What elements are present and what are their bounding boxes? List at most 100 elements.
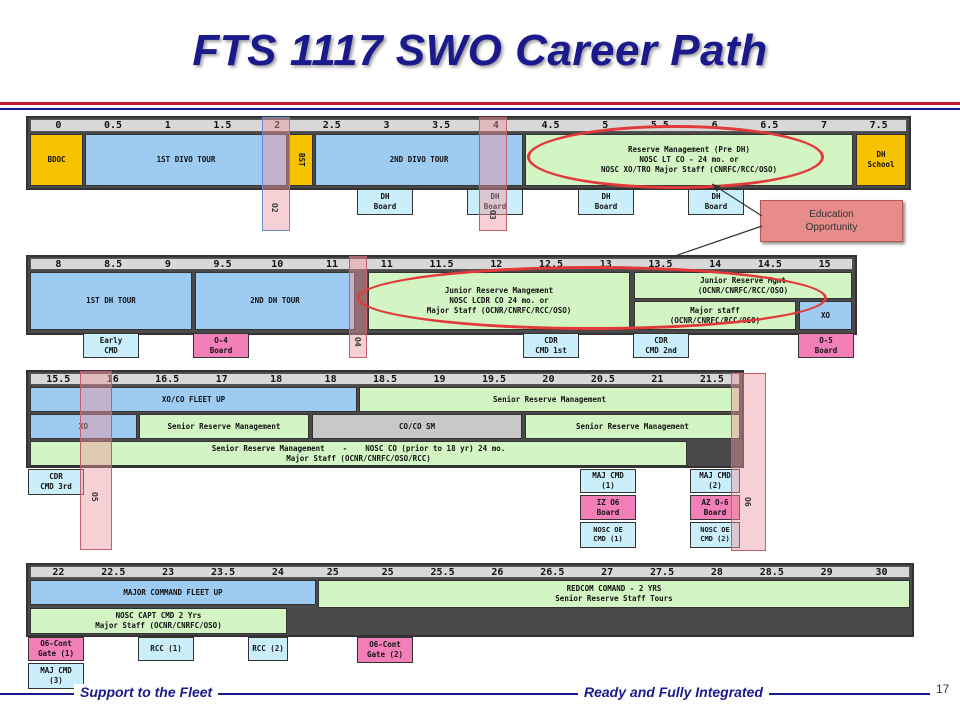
year-tick: 9 bbox=[164, 258, 171, 270]
senior-reserve-management-block[interactable]: Senior Reserve Management bbox=[359, 387, 740, 412]
callout-arrowhead bbox=[712, 184, 721, 192]
year-tick: 11 bbox=[326, 258, 339, 270]
row3-year-ruler: 15.5 16 16.5 17 18 18 18.5 19 19.5 20 20… bbox=[30, 373, 740, 385]
year-tick: 26 bbox=[491, 566, 504, 578]
year-tick: 5 bbox=[602, 120, 609, 131]
major-command-fleet-up-block[interactable]: MAJOR COMMAND FLEET UP bbox=[30, 580, 316, 605]
year-tick: 18 bbox=[270, 373, 283, 385]
first-dh-tour-block[interactable]: 1ST DH TOUR bbox=[30, 272, 192, 330]
senior-reserve-management-block[interactable]: Senior Reserve Management bbox=[139, 414, 309, 439]
year-tick: 22.5 bbox=[101, 566, 126, 578]
year-tick: 24 bbox=[271, 566, 284, 578]
o6-promotion-band bbox=[731, 373, 766, 551]
bdoc-block[interactable]: BDOC bbox=[30, 134, 83, 186]
year-tick: 13 bbox=[599, 258, 612, 270]
year-tick: 9.5 bbox=[213, 258, 232, 270]
rcc-1-box[interactable]: RCC (1) bbox=[138, 637, 194, 661]
year-tick: 28 bbox=[710, 566, 723, 578]
year-tick: 7.5 bbox=[869, 120, 888, 131]
dh-school-block[interactable]: DH School bbox=[856, 134, 906, 186]
footer-right-text: Ready and Fully Integrated bbox=[578, 684, 769, 700]
year-tick: 8.5 bbox=[104, 258, 123, 270]
page-number: 17 bbox=[936, 682, 950, 696]
row4-year-ruler: 22 22.5 23 23.5 24 25 25 25.5 26 26.5 27… bbox=[30, 566, 910, 578]
year-tick: 7 bbox=[820, 120, 827, 131]
year-tick: 3 bbox=[383, 120, 390, 131]
year-tick: 20.5 bbox=[590, 373, 615, 385]
year-tick: 23.5 bbox=[211, 566, 236, 578]
year-tick: 27 bbox=[601, 566, 614, 578]
year-tick: 10 bbox=[271, 258, 284, 270]
year-tick: 20 bbox=[542, 373, 555, 385]
year-tick: 2.5 bbox=[322, 120, 341, 131]
highlight-oval bbox=[527, 125, 824, 189]
o4-band-label: O4 bbox=[353, 337, 362, 347]
redcom-command-block[interactable]: REDCOM COMAND - 2 YRS Senior Reserve Sta… bbox=[318, 580, 910, 608]
o3-promotion-band bbox=[479, 117, 507, 231]
o6-band-label: O6 bbox=[743, 497, 752, 507]
year-tick: 11 bbox=[380, 258, 393, 270]
second-dh-tour-block[interactable]: 2ND DH TOUR bbox=[195, 272, 355, 330]
second-divo-tour-block[interactable]: 2ND DIVO TOUR bbox=[315, 134, 523, 186]
callout-arrow bbox=[711, 183, 763, 217]
nosc-capt-cmd-block[interactable]: NOSC CAPT CMD 2 Yrs Major Staff (OCNR/CN… bbox=[30, 608, 287, 634]
co-co-sm-block[interactable]: CO/CO SM bbox=[312, 414, 522, 439]
row2-year-ruler: 8 8.5 9 9.5 10 11 11 11.5 12 12.5 13 13.… bbox=[30, 258, 853, 270]
year-tick: 12 bbox=[490, 258, 503, 270]
year-tick: 11.5 bbox=[429, 258, 454, 270]
year-tick: 3.5 bbox=[432, 120, 451, 131]
header-divider-blue bbox=[0, 108, 960, 110]
education-opportunity-callout: Education Opportunity bbox=[760, 200, 903, 242]
footer-left-text: Support to the Fleet bbox=[74, 684, 219, 700]
year-tick: 25.5 bbox=[430, 566, 455, 578]
year-tick: 21.5 bbox=[699, 373, 724, 385]
xo-co-fleet-up-block[interactable]: XO/CO FLEET UP bbox=[30, 387, 357, 412]
year-tick: 14 bbox=[709, 258, 722, 270]
year-tick: 8 bbox=[55, 258, 62, 270]
year-tick: 15 bbox=[818, 258, 831, 270]
year-tick: 19.5 bbox=[481, 373, 507, 385]
year-tick: 27.5 bbox=[650, 566, 675, 578]
year-tick: 15.5 bbox=[46, 373, 71, 385]
year-tick: 19 bbox=[433, 373, 446, 385]
year-tick: 4 bbox=[492, 120, 499, 131]
year-tick: 1 bbox=[164, 120, 171, 131]
first-divo-tour-block[interactable]: 1ST DIVO TOUR bbox=[85, 134, 287, 186]
xo-block[interactable]: XO bbox=[30, 414, 137, 439]
year-tick: 23 bbox=[162, 566, 175, 578]
year-tick: 16 bbox=[106, 373, 119, 385]
year-tick: 16.5 bbox=[155, 373, 180, 385]
year-tick: 18.5 bbox=[373, 373, 398, 385]
year-tick: 14.5 bbox=[757, 258, 782, 270]
o5-promotion-band bbox=[80, 371, 112, 550]
header-divider-red bbox=[0, 102, 960, 105]
maj-cmd-1-box[interactable]: MAJ CMD(1) bbox=[580, 469, 636, 493]
year-tick: 0.5 bbox=[104, 120, 123, 131]
year-tick: 17 bbox=[215, 373, 228, 385]
year-tick: 1.5 bbox=[213, 120, 232, 131]
year-tick: 13.5 bbox=[648, 258, 673, 270]
senior-reserve-management-block[interactable]: Senior Reserve Management bbox=[525, 414, 740, 439]
o2-promotion-band bbox=[262, 117, 290, 231]
year-tick: 28.5 bbox=[759, 566, 784, 578]
senior-reserve-management-nosc-block[interactable]: Senior Reserve Management - NOSC CO (pri… bbox=[30, 441, 687, 466]
bst-block[interactable]: BST bbox=[289, 134, 313, 186]
o3-band-label: O3 bbox=[488, 210, 497, 220]
rcc-2-box[interactable]: RCC (2) bbox=[248, 637, 288, 661]
year-tick: 25 bbox=[326, 566, 339, 578]
page-title: FTS 1117 SWO Career Path bbox=[192, 26, 768, 75]
